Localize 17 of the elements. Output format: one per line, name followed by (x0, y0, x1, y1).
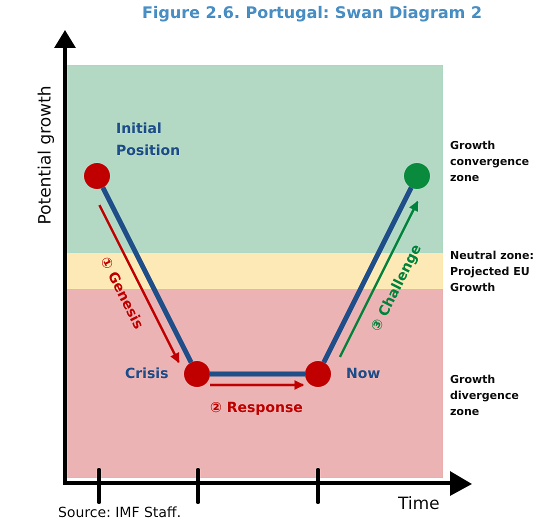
zone-label: Growth convergence zone (450, 138, 530, 186)
zone-label: Neutral zone: Projected EU Growth (450, 248, 535, 296)
source-note: Source: IMF Staff. (58, 505, 182, 521)
edge-label: ② Response (210, 400, 303, 416)
point-label: Crisis (125, 365, 168, 384)
axis-title: Time (398, 494, 440, 514)
connector-line (210, 372, 305, 376)
connector-line (100, 186, 194, 364)
arrow (210, 380, 304, 390)
point-label: Now (346, 365, 380, 384)
axis-title: Potential growth (35, 85, 56, 225)
connector-line (322, 186, 414, 364)
arrow (338, 200, 419, 358)
arrow (98, 204, 180, 364)
point-label: Initial Position (116, 120, 182, 161)
figure-title: Figure 2.6. Portugal: Swan Diagram 2 (140, 3, 484, 22)
zone-label: Growth divergence zone (450, 372, 520, 420)
